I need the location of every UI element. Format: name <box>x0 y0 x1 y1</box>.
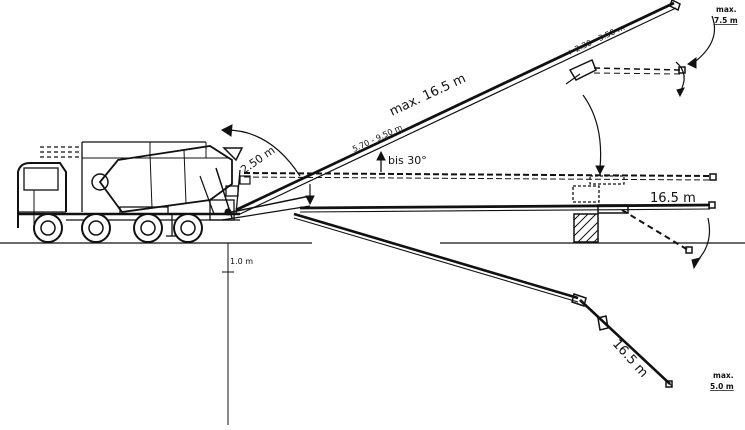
upper-conveyor-boom <box>235 0 716 215</box>
label-max-depth-value: 5.0 m <box>710 382 734 391</box>
lower-conveyor-boom <box>293 212 673 388</box>
label-angle: bis 30° <box>388 154 427 167</box>
dimension-labels: max. 16.5 m 5.70 - 9.50 m + 2.30 - 3.50 … <box>230 5 738 391</box>
reference-line-dashed <box>243 150 717 185</box>
label-tip-range: + 2.30 - 3.50 m <box>565 23 626 58</box>
label-max-height-prefix: max. <box>716 5 737 14</box>
label-max-depth-prefix: max. <box>713 371 734 380</box>
label-mid-length: 16.5 m <box>650 191 696 206</box>
truck-mixer <box>17 141 244 243</box>
label-ground-offset: 1.0 m <box>230 257 253 266</box>
swing-arcs <box>221 94 605 206</box>
label-pivot-offset: 2.50 m <box>238 144 277 177</box>
ground-lines <box>0 242 745 425</box>
mid-conveyor-boom <box>299 185 716 270</box>
label-max-height-value: 7.5 m <box>714 16 738 25</box>
